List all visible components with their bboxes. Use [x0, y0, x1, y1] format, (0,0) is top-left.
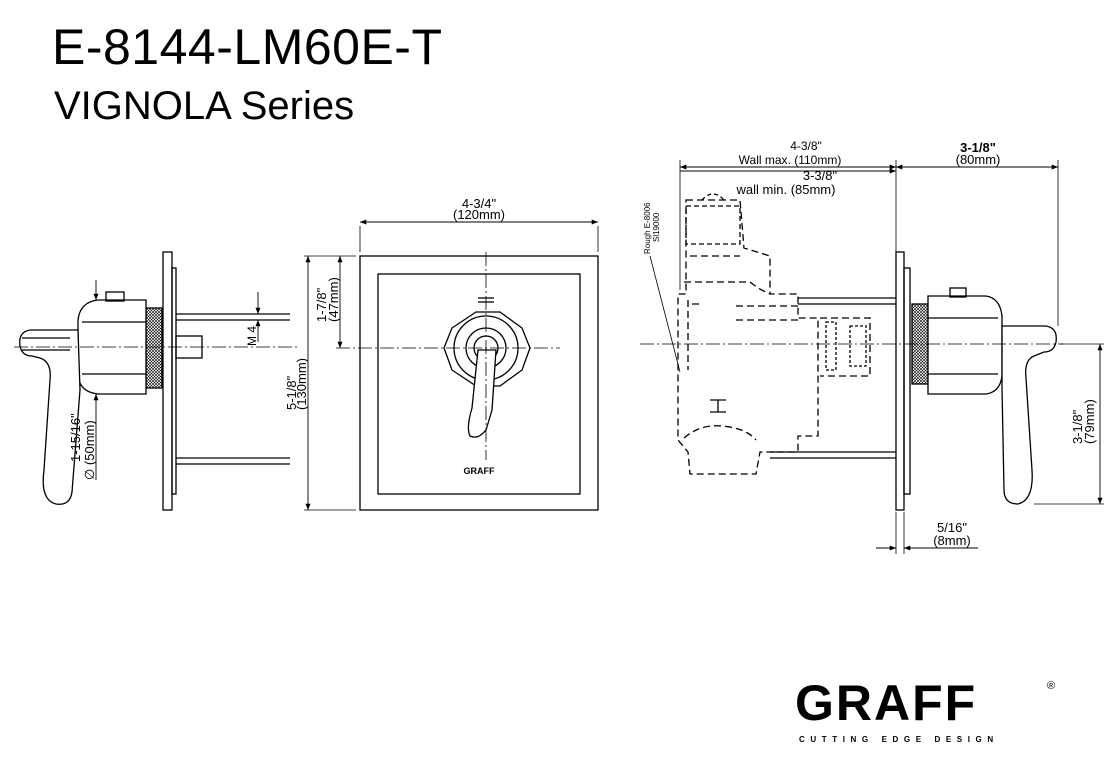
logo-tagline: CUTTING EDGE DESIGN [799, 735, 999, 744]
dim-wall-min-imperial: 3-3/8" [803, 168, 838, 183]
dim-thread: M 4 [245, 326, 259, 346]
plate-brand-mark: GRAFF [464, 466, 495, 476]
model-number: E-8144-LM60E-T [52, 19, 443, 75]
dim-handle-height-metric: (79mm) [1082, 399, 1097, 444]
dim-wall-max-metric: Wall max. (110mm) [739, 153, 842, 167]
dim-diameter-imperial: 1-15/16" [68, 413, 83, 462]
dim-diameter-metric: ∅ (50mm) [82, 420, 97, 480]
rough-label-line-1: Rough E-8006 [643, 202, 652, 254]
rough-label-line-2: Sl19000 [652, 212, 661, 242]
logo-registered-mark: ® [1047, 680, 1056, 692]
section-view [640, 160, 1104, 554]
dim-handle-height-imperial: 3-1/8" [1070, 409, 1085, 444]
dim-plate-thickness-metric: (8mm) [933, 533, 971, 548]
dim-depth-imperial: 3-1/8" [960, 140, 996, 155]
dim-offset-imperial: 1-7/8" [314, 287, 329, 322]
front-view [304, 219, 599, 511]
graff-logo: GRAFF ® CUTTING EDGE DESIGN [795, 678, 1065, 748]
dim-plate-height-imperial: 5-1/8" [284, 375, 299, 410]
dim-plate-width-metric: (120mm) [453, 207, 505, 222]
dim-plate-height-metric: (130mm) [294, 358, 309, 410]
dim-depth-metric: (80mm) [956, 152, 1001, 167]
logo-wordmark: GRAFF [795, 675, 978, 731]
side-view [14, 251, 300, 511]
dim-offset-metric: (47mm) [326, 277, 341, 322]
series-name: VIGNOLA Series [54, 84, 355, 128]
dim-wall-min-metric: wall min. (85mm) [736, 182, 836, 197]
dim-wall-max-imperial: 4-3/8" [790, 139, 822, 153]
dim-plate-thickness-imperial: 5/16" [937, 520, 967, 535]
dim-plate-width-imperial: 4-3/4" [462, 196, 497, 211]
